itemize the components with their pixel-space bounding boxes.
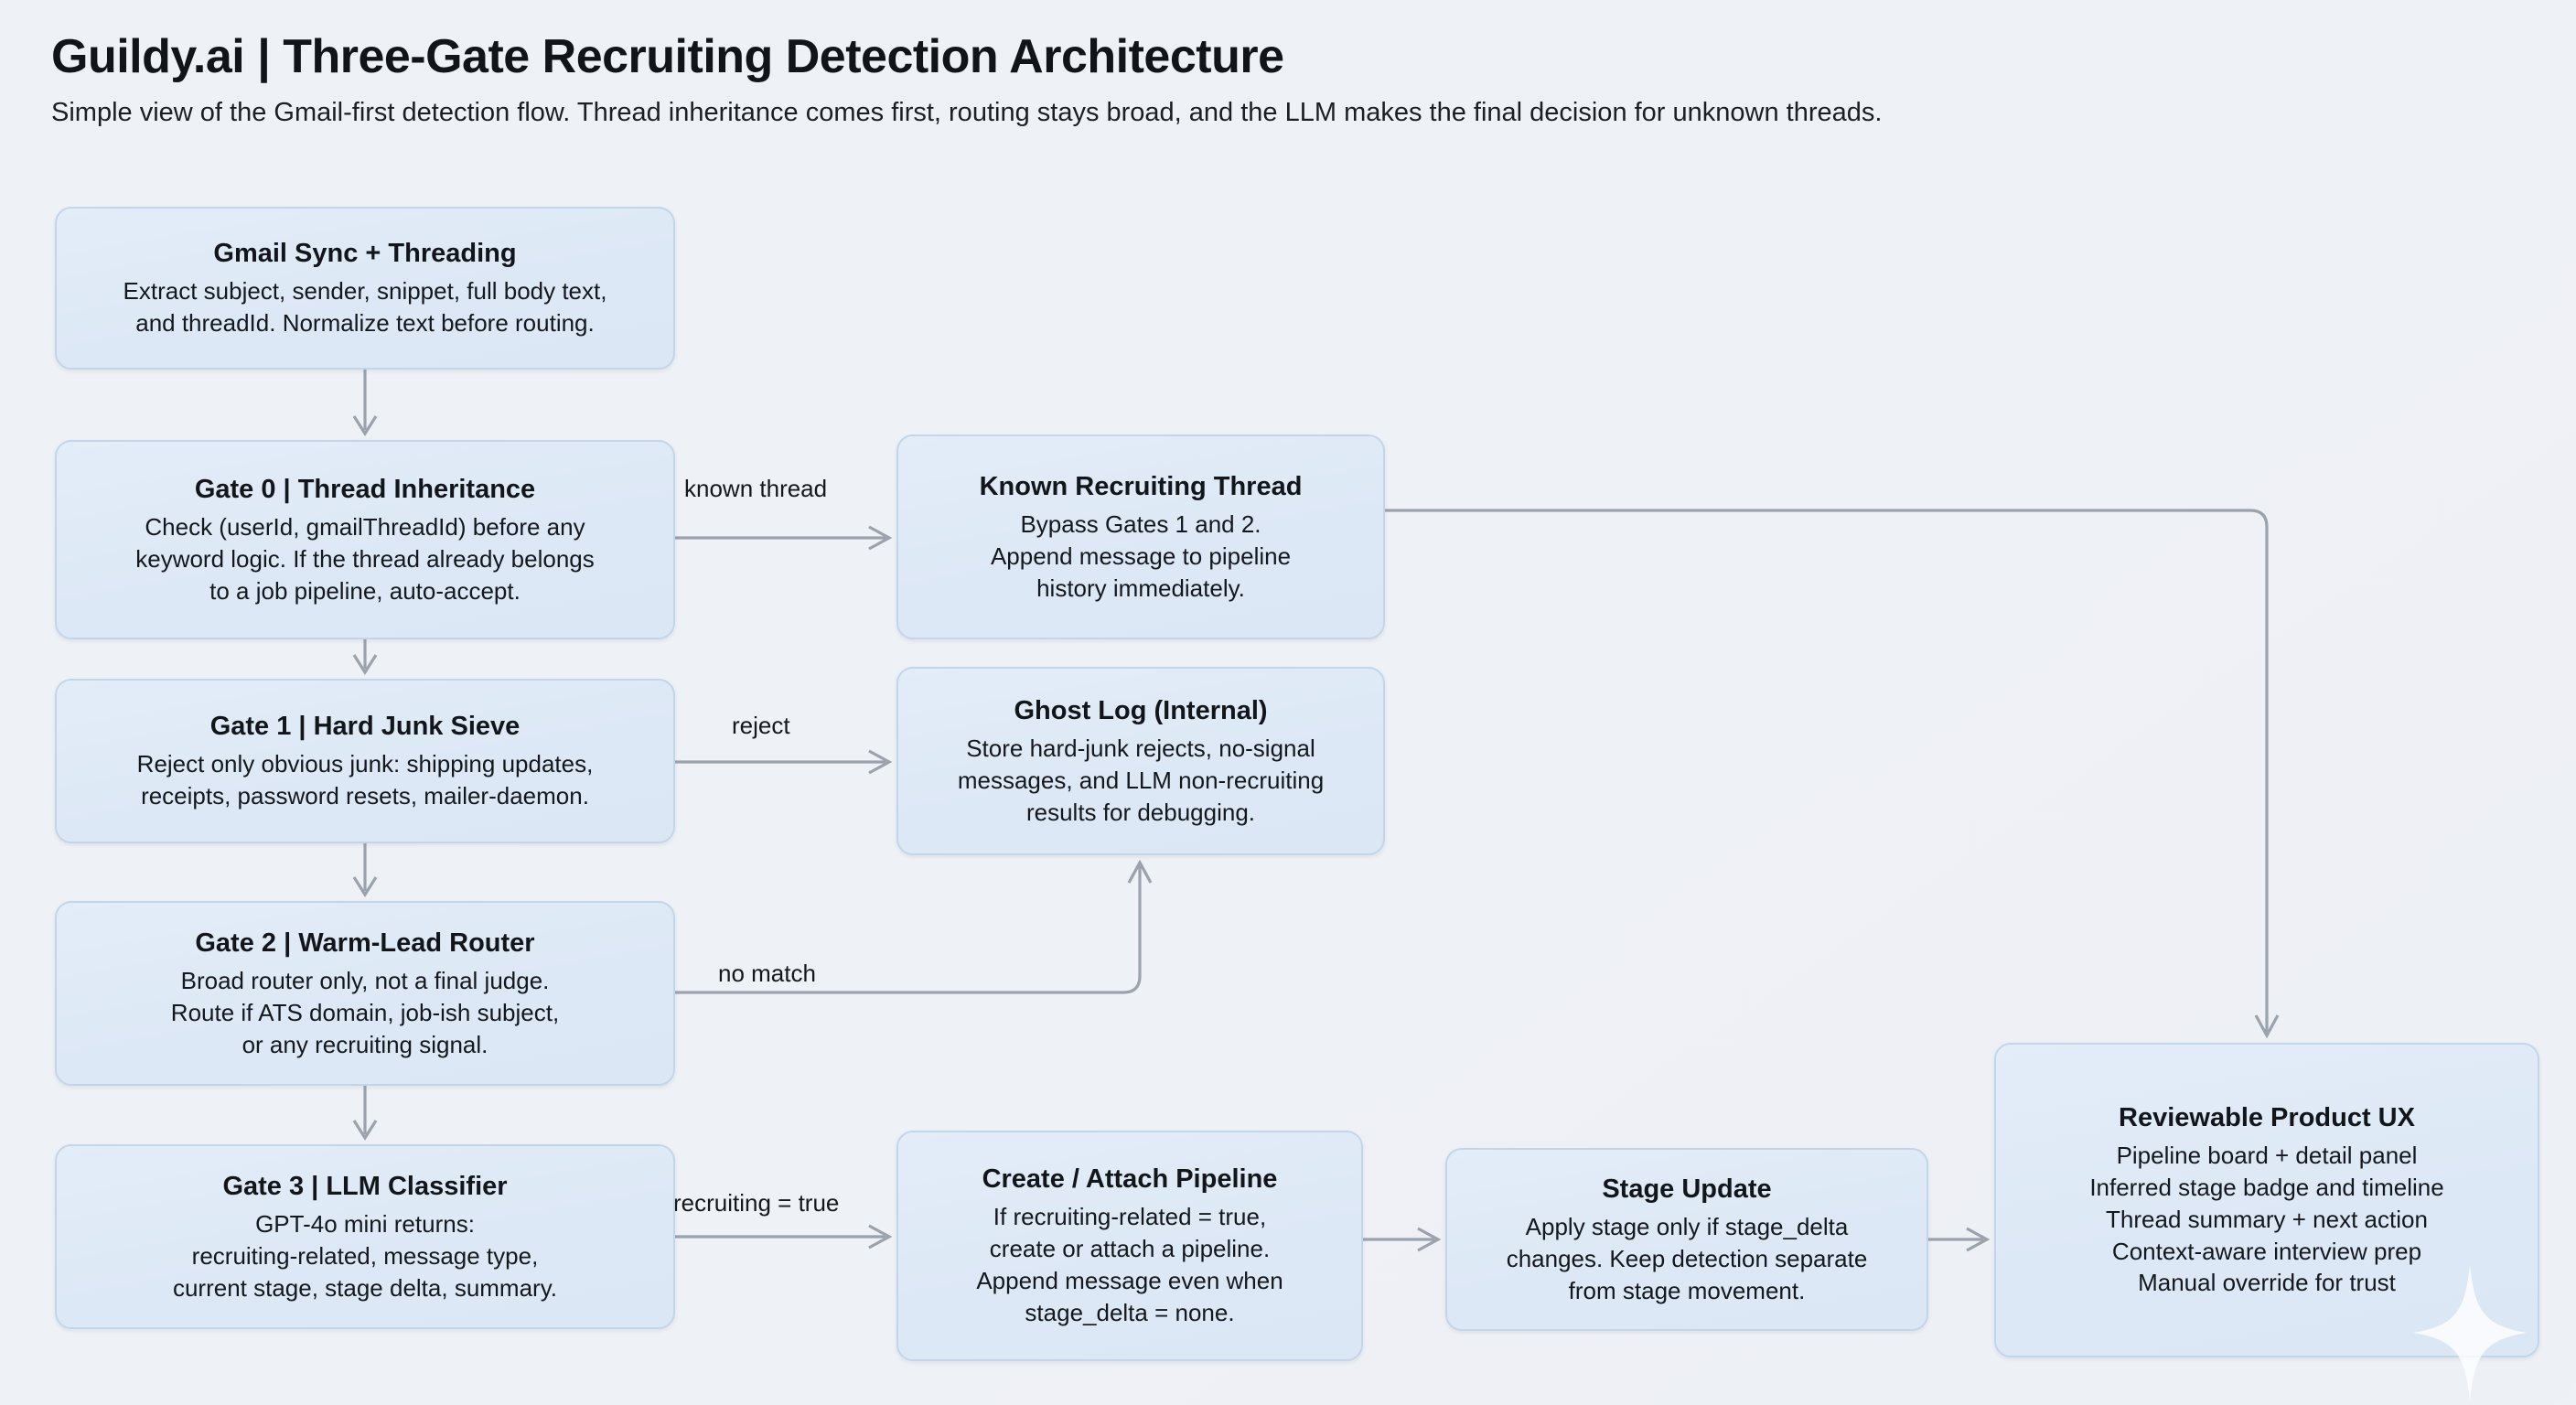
node-title: Reviewable Product UX <box>2119 1102 2415 1132</box>
arrowhead-ghost <box>868 749 893 775</box>
node-body: Check (userId, gmailThreadId) before any… <box>135 512 595 605</box>
node-body: Reject only obvious junk: shipping updat… <box>136 750 594 810</box>
node-title: Create / Attach Pipeline <box>982 1164 1278 1195</box>
node-title: Gate 3 | LLM Classifier <box>222 1171 508 1201</box>
node-reviewable-product-ux[interactable]: Reviewable Product UX Pipeline board + d… <box>1994 1043 2539 1357</box>
node-body: Extract subject, sender, snippet, full b… <box>123 277 607 338</box>
edge-label-recruiting-true: recruiting = true <box>673 1189 840 1217</box>
node-title: Stage Update <box>1602 1174 1772 1204</box>
arrowhead-stage <box>1417 1227 1442 1252</box>
node-known-recruiting-thread[interactable]: Known Recruiting Thread Bypass Gates 1 a… <box>896 434 1385 639</box>
node-body: Broad router only, not a final judge. Ro… <box>170 966 560 1058</box>
node-title: Gmail Sync + Threading <box>213 239 517 269</box>
edge-known-to-ux <box>1385 509 2269 1032</box>
arrowhead-ux-top <box>2254 1014 2280 1039</box>
arrowhead-create <box>868 1224 893 1249</box>
node-gmail-sync-threading[interactable]: Gmail Sync + Threading Extract subject, … <box>55 207 675 370</box>
node-body: Apply stage only if stage_delta changes.… <box>1506 1212 1868 1304</box>
header: Guildy.ai | Three-Gate Recruiting Detect… <box>51 30 2539 129</box>
node-create-attach-pipeline[interactable]: Create / Attach Pipeline If recruiting-r… <box>896 1131 1363 1361</box>
arrowhead-ghost-nomatch <box>1127 859 1153 884</box>
arrowhead-known <box>868 525 893 551</box>
node-body: Store hard-junk rejects, no-signal messa… <box>957 734 1325 826</box>
page-subtitle: Simple view of the Gmail-first detection… <box>51 98 1883 128</box>
node-gate2-warm-lead-router[interactable]: Gate 2 | Warm-Lead Router Broad router o… <box>55 901 675 1086</box>
node-stage-update[interactable]: Stage Update Apply stage only if stage_d… <box>1445 1148 1928 1331</box>
node-title: Gate 1 | Hard Junk Sieve <box>209 712 521 742</box>
node-body: Bypass Gates 1 and 2. Append message to … <box>990 509 1292 602</box>
page-title: Guildy.ai | Three-Gate Recruiting Detect… <box>51 30 1284 83</box>
node-ghost-log-internal[interactable]: Ghost Log (Internal) Store hard-junk rej… <box>896 667 1385 855</box>
node-body: If recruiting-related = true, create or … <box>976 1203 1283 1326</box>
edge-label-reject: reject <box>732 712 790 739</box>
arrowhead-gate2 <box>352 876 378 897</box>
arrowhead-gate1 <box>352 654 378 675</box>
node-body: Pipeline board + detail panel Inferred s… <box>2089 1142 2444 1297</box>
node-title: Known Recruiting Thread <box>979 471 1303 501</box>
node-title: Gate 0 | Thread Inheritance <box>194 474 536 504</box>
arrowhead-gate0 <box>352 415 378 436</box>
node-gate3-llm-classifier[interactable]: Gate 3 | LLM Classifier GPT-4o mini retu… <box>55 1144 675 1329</box>
node-gate1-hard-junk-sieve[interactable]: Gate 1 | Hard Junk Sieve Reject only obv… <box>55 679 675 843</box>
node-gate0-thread-inheritance[interactable]: Gate 0 | Thread Inheritance Check (userI… <box>55 440 675 639</box>
edge-label-known-thread: known thread <box>684 475 828 502</box>
arrowhead-ux <box>1966 1227 1991 1252</box>
node-title: Ghost Log (Internal) <box>1014 695 1268 725</box>
node-body: GPT-4o mini returns: recruiting-related,… <box>172 1209 558 1302</box>
edge-label-no-match: no match <box>718 960 816 987</box>
node-title: Gate 2 | Warm-Lead Router <box>195 928 535 958</box>
arrowhead-gate3 <box>352 1120 378 1141</box>
